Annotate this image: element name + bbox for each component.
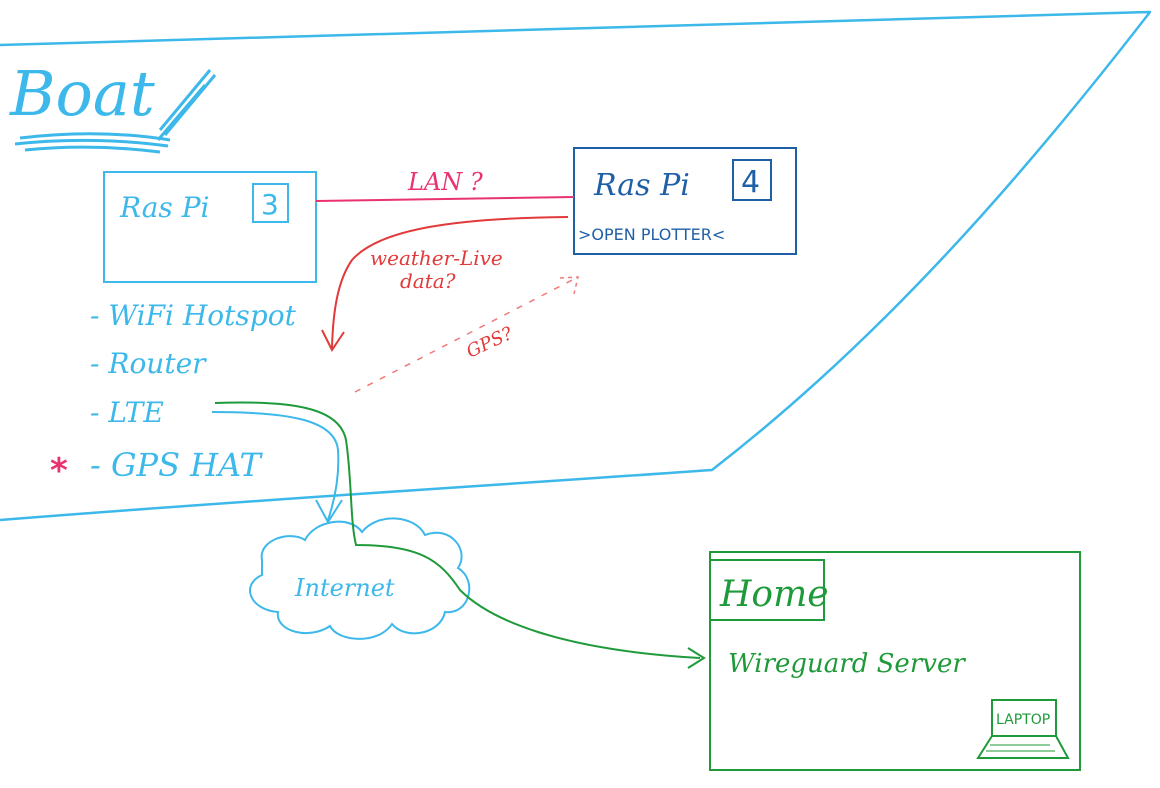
raspi3-number: 3 [261, 188, 279, 221]
raspi4-label: Ras Pi [593, 168, 690, 203]
lan-label: LAN ? [407, 168, 483, 196]
laptop-screen [991, 699, 1057, 737]
home-box [709, 551, 1081, 771]
gps-label: GPS? [463, 323, 516, 363]
raspi4-number: 4 [741, 165, 760, 200]
feature-gps-hat: - GPS HAT [90, 446, 263, 484]
raspi3-box [103, 171, 317, 283]
home-title: Home [719, 574, 829, 615]
feature-router: - Router [90, 347, 207, 380]
boat-title-underline [14, 69, 217, 154]
raspi4-number-box [732, 159, 772, 201]
feature-asterisk-mark: * [50, 451, 68, 491]
raspi3-label: Ras Pi [119, 191, 209, 224]
lan-connection-line [315, 196, 575, 202]
wireguard-server-label: Wireguard Server [728, 649, 966, 679]
gps-dashed-arrowhead [559, 276, 579, 295]
laptop-keyboard-shading [986, 744, 1055, 752]
laptop-base [976, 735, 1070, 759]
internet-cloud [249, 517, 471, 640]
lte-to-internet-arrowhead [315, 499, 343, 524]
raspi4-app-label: >OPEN PLOTTER< [578, 225, 725, 244]
raspi3-number-box [252, 183, 289, 223]
wireguard-tunnel-arrowhead [687, 647, 706, 669]
laptop-label: LAPTOP [996, 712, 1050, 728]
boat-outline [0, 10, 1152, 522]
feature-wifi-hotspot: - WiFi Hotspot [90, 299, 297, 332]
lte-to-internet-arrow [211, 411, 340, 521]
boat-title: Boat [9, 57, 155, 130]
home-title-box [709, 559, 825, 621]
weather-data-arrow [331, 216, 569, 349]
wireguard-tunnel-arrow [214, 401, 701, 659]
weather-label-line2: data? [400, 269, 456, 293]
gps-dashed-arrow [354, 276, 579, 393]
raspi4-box [573, 147, 797, 255]
feature-lte: - LTE [90, 396, 164, 429]
internet-label: Internet [294, 574, 395, 602]
weather-data-arrowhead [321, 329, 345, 352]
weather-label-line1: weather-Live [370, 246, 503, 270]
